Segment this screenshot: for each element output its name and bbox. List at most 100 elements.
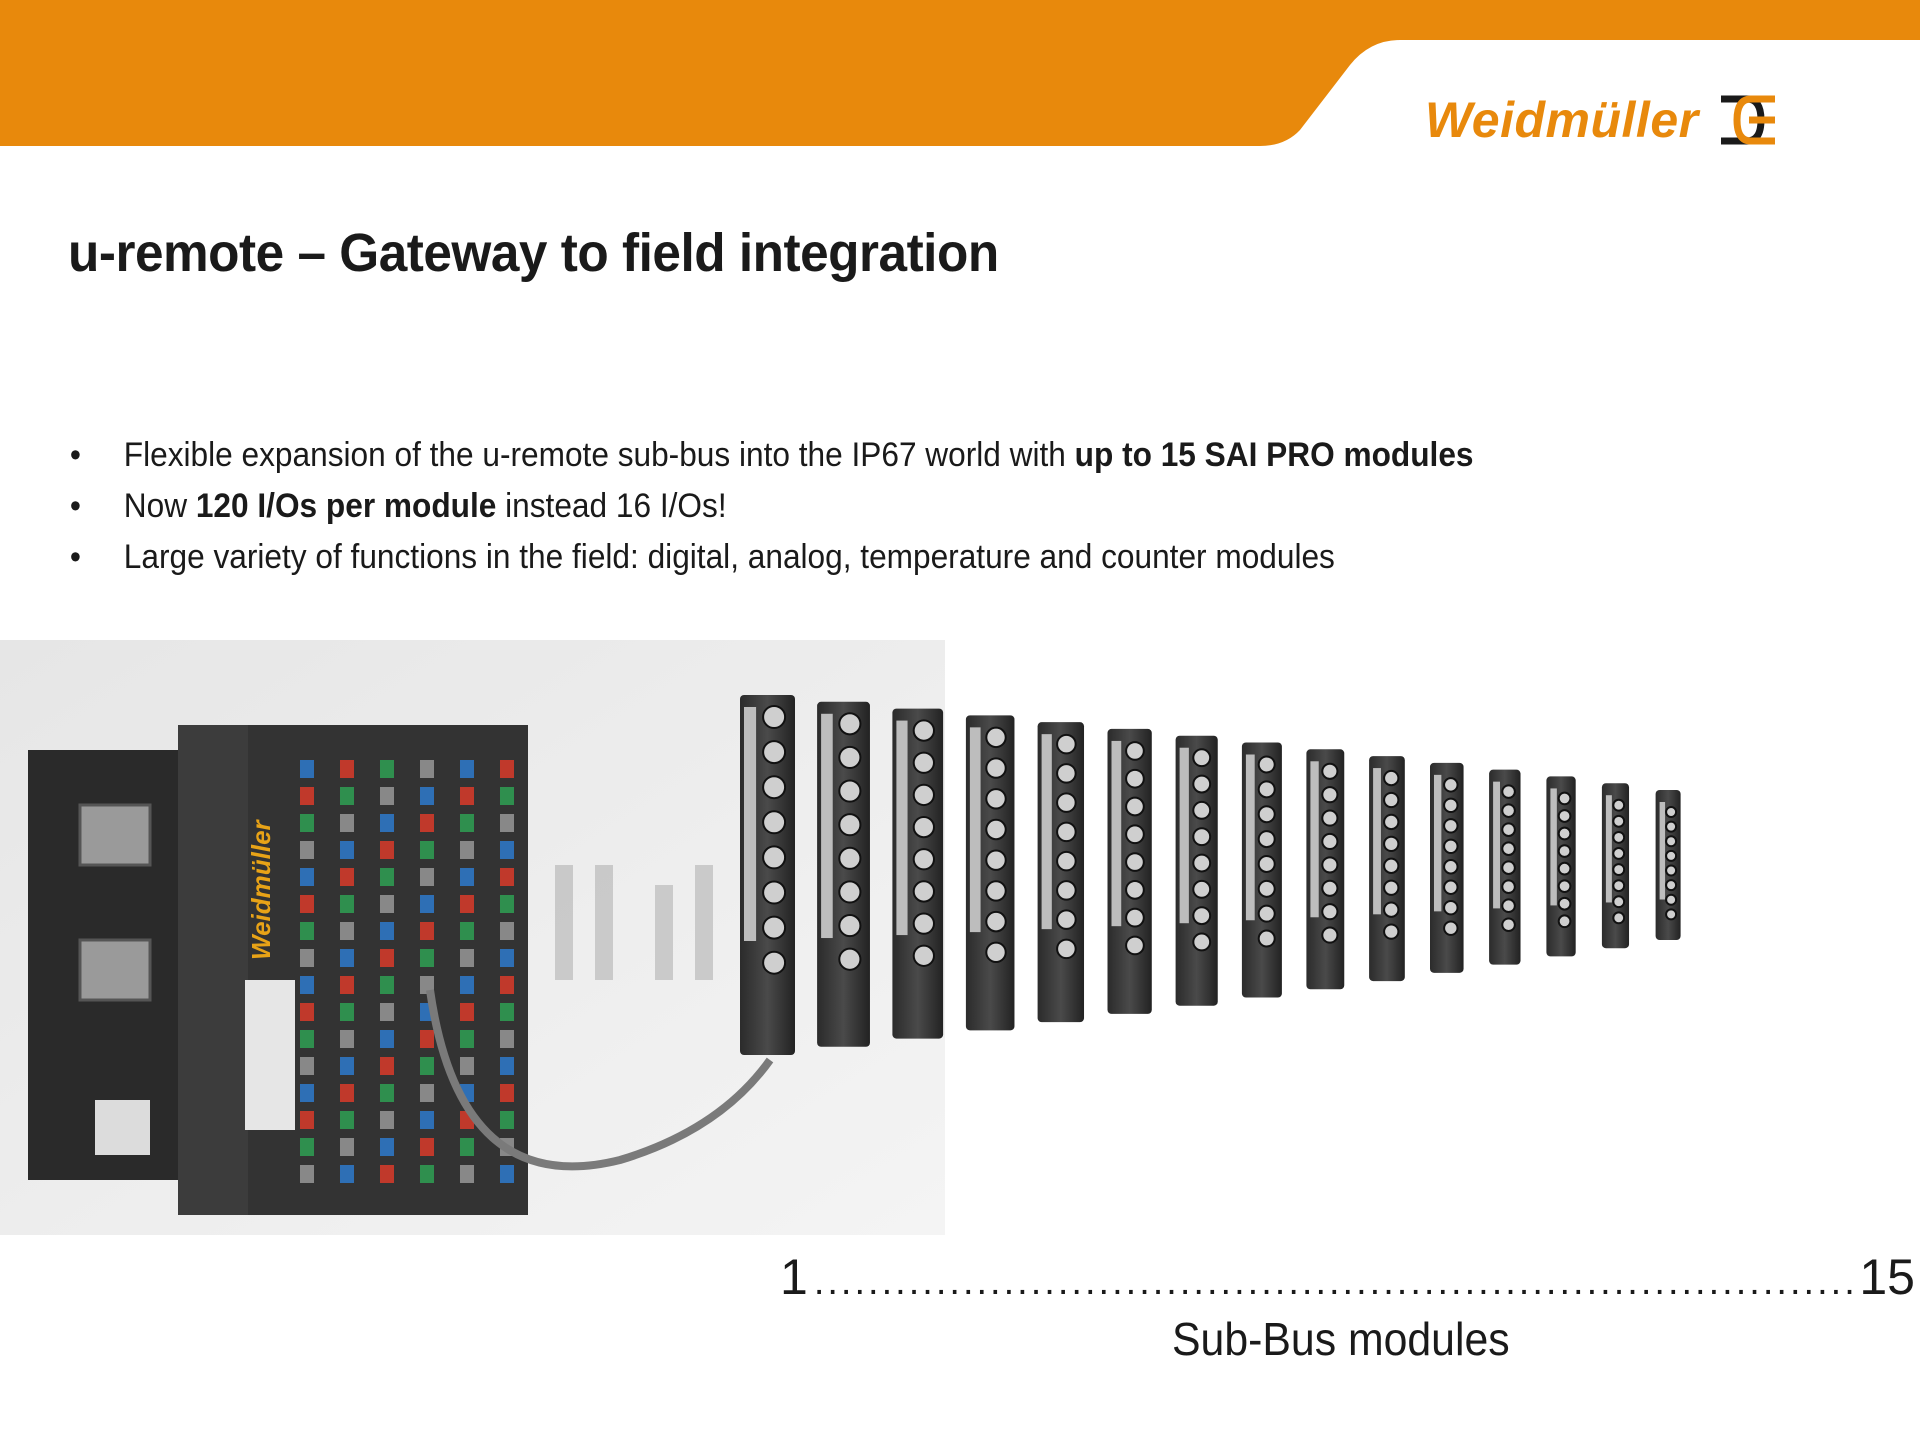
terminal-connector	[300, 787, 314, 805]
terminal-connector	[460, 895, 474, 913]
terminal-connector	[500, 1084, 514, 1102]
bullet-item: •Now 120 I/Os per module instead 16 I/Os…	[68, 481, 1474, 532]
terminal-connector	[340, 1003, 354, 1021]
terminal-connector	[300, 814, 314, 832]
terminal-connector	[380, 841, 394, 859]
terminal-connector	[460, 1138, 474, 1156]
terminal-connector	[500, 814, 514, 832]
terminal-connector	[420, 787, 434, 805]
terminal-connector	[380, 1003, 394, 1021]
sai-pro-module	[1175, 735, 1218, 1006]
terminal-connector	[340, 895, 354, 913]
terminal-connector	[420, 1111, 434, 1129]
range-dots: ........................................…	[813, 1261, 1854, 1303]
terminal-connector	[420, 760, 434, 778]
terminal-connector	[460, 1030, 474, 1048]
terminal-connector	[340, 841, 354, 859]
terminal-connector	[460, 760, 474, 778]
terminal-connector	[460, 814, 474, 832]
terminal-connector	[300, 1084, 314, 1102]
sub-bus-caption: Sub-Bus modules	[1172, 1313, 1510, 1365]
weidmuller-logo: Weidmüller	[1425, 85, 1779, 155]
terminal-connector	[460, 1165, 474, 1183]
terminal-connector	[340, 760, 354, 778]
sai-pro-module	[1489, 769, 1521, 965]
terminal-connector	[420, 814, 434, 832]
sai-pro-module	[1241, 742, 1282, 998]
terminal-connector	[460, 841, 474, 859]
weidmuller-symbol-icon	[1720, 95, 1775, 145]
terminal-connector	[380, 922, 394, 940]
terminal-connector	[420, 922, 434, 940]
terminal-connector	[500, 895, 514, 913]
terminal-connector	[340, 1084, 354, 1102]
u-remote-station: Weidmüller	[28, 725, 774, 1215]
bullet-item: •Flexible expansion of the u-remote sub-…	[68, 430, 1474, 481]
terminal-connector	[420, 1165, 434, 1183]
terminal-connector	[500, 1111, 514, 1129]
terminal-connector	[500, 1003, 514, 1021]
terminal-connector	[420, 1030, 434, 1048]
terminal-connector	[300, 949, 314, 967]
terminal-connector	[380, 895, 394, 913]
sai-pro-module	[1369, 756, 1405, 982]
terminal-connector	[460, 1003, 474, 1021]
terminal-connector	[500, 787, 514, 805]
terminal-connector	[500, 922, 514, 940]
terminal-connector	[460, 1057, 474, 1075]
sai-pro-module	[965, 715, 1015, 1031]
terminal-connector	[500, 1057, 514, 1075]
terminal-connector	[300, 760, 314, 778]
terminal-connector	[460, 868, 474, 886]
terminal-connector	[500, 1030, 514, 1048]
sai-pro-module	[1655, 790, 1681, 940]
module-range: 1 ......................................…	[780, 1248, 1915, 1308]
terminal-connector	[420, 895, 434, 913]
terminal-connector	[380, 1084, 394, 1102]
terminal-connector	[300, 976, 314, 994]
terminal-connector	[340, 1030, 354, 1048]
terminal-connector	[420, 841, 434, 859]
terminal-connector	[380, 814, 394, 832]
terminal-connector	[380, 1111, 394, 1129]
terminal-connector	[340, 976, 354, 994]
sai-pro-module	[1037, 722, 1085, 1023]
sub-bus-module-row	[740, 695, 1681, 1055]
terminal-connector	[500, 949, 514, 967]
bullet-marker: •	[69, 538, 81, 576]
terminal-connector	[380, 760, 394, 778]
sai-pro-module	[1306, 749, 1345, 990]
terminal-connector	[500, 760, 514, 778]
terminal-connector	[340, 922, 354, 940]
terminal-connector	[300, 895, 314, 913]
terminal-connector	[340, 1057, 354, 1075]
terminal-connector	[380, 868, 394, 886]
terminal-connector	[500, 841, 514, 859]
terminal-connector	[500, 1165, 514, 1183]
terminal-connector	[420, 1138, 434, 1156]
terminal-connector	[500, 976, 514, 994]
sai-pro-module	[1601, 783, 1630, 949]
terminal-connector	[340, 1138, 354, 1156]
terminal-connector	[300, 868, 314, 886]
terminal-connector	[300, 1138, 314, 1156]
range-end: 15	[1859, 1249, 1915, 1305]
terminal-connector	[380, 787, 394, 805]
background-modules	[555, 865, 713, 980]
terminal-connector	[380, 1030, 394, 1048]
terminal-connector	[340, 949, 354, 967]
terminal-connector	[340, 1165, 354, 1183]
terminal-connector	[420, 976, 434, 994]
terminal-connector	[380, 949, 394, 967]
range-start: 1	[780, 1249, 808, 1305]
terminal-connector	[300, 1003, 314, 1021]
product-photo: Weidmüller	[0, 640, 1681, 1235]
bullet-marker: •	[69, 487, 81, 525]
logo-text: Weidmüller	[1425, 92, 1699, 148]
terminal-connector	[300, 922, 314, 940]
terminal-connector	[380, 1138, 394, 1156]
header-bar	[0, 0, 1920, 146]
terminal-connector	[500, 868, 514, 886]
sai-pro-module	[740, 695, 795, 1055]
sai-pro-module	[1546, 776, 1576, 957]
